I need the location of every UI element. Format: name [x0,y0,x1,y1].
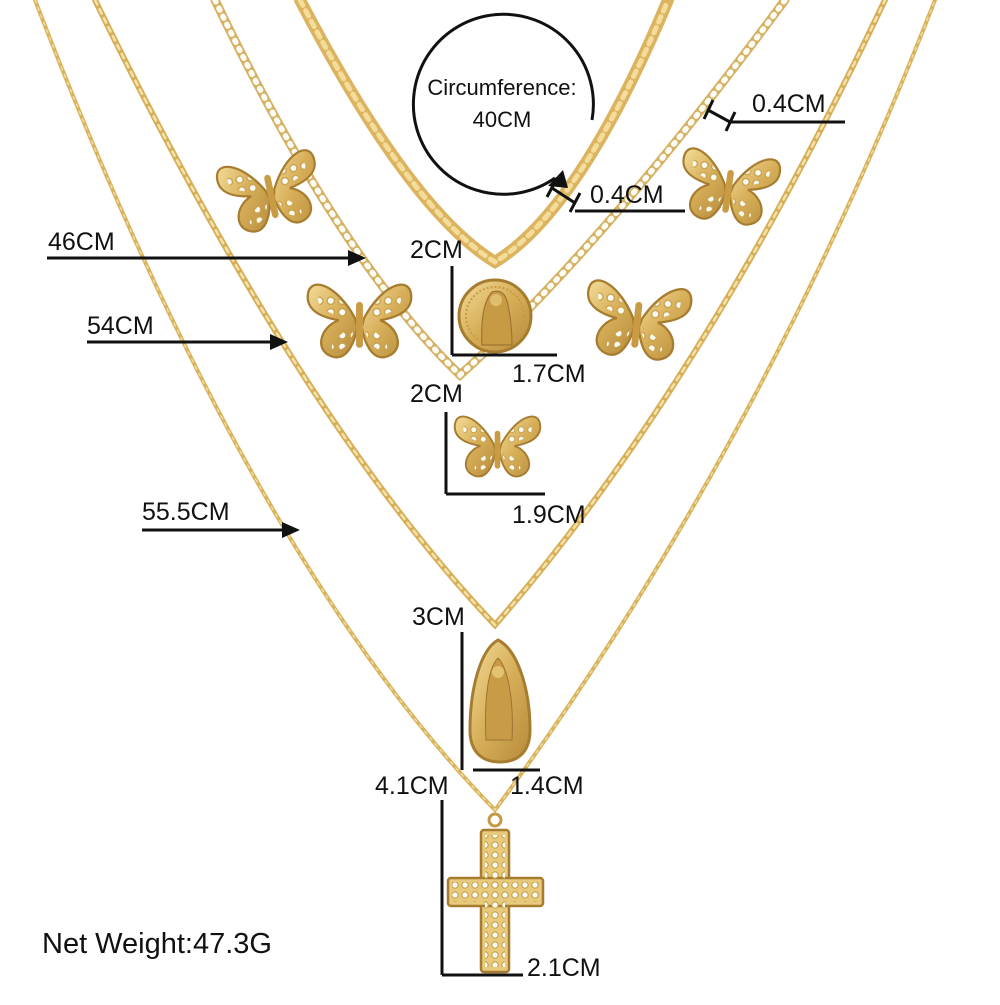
cross-width-label: 2.1CM [527,954,601,982]
coin-width-label: 1.7CM [512,360,586,388]
chain-width-label-top: 0.4CM [752,90,826,118]
butterfly-height-label: 2CM [410,380,463,408]
circumference-value: 40CM [472,106,532,132]
mary-pendant [468,638,532,764]
mary-height-label: 3CM [412,603,465,631]
chain-length-55-5-label: 55.5CM [142,498,230,526]
circumference-label-block: Circumference: 40CM [412,72,592,136]
net-weight-label: Net Weight:47.3G [42,928,272,960]
circumference-label: Circumference: [427,75,577,100]
dimension-lines [47,12,845,977]
coin-height-label: 2CM [410,236,463,264]
chains [33,0,937,814]
chain-length-46-label: 46CM [48,228,115,256]
butterfly-width-label: 1.9CM [512,501,586,529]
circumference-circle [411,12,595,196]
chain-length-54-label: 54CM [87,312,154,340]
coin-pendant [457,278,533,354]
cross-height-label: 4.1CM [375,772,449,800]
mary-width-label: 1.4CM [510,772,584,800]
chain-width-label-middle: 0.4CM [590,181,664,209]
cross-pendant [446,812,545,974]
